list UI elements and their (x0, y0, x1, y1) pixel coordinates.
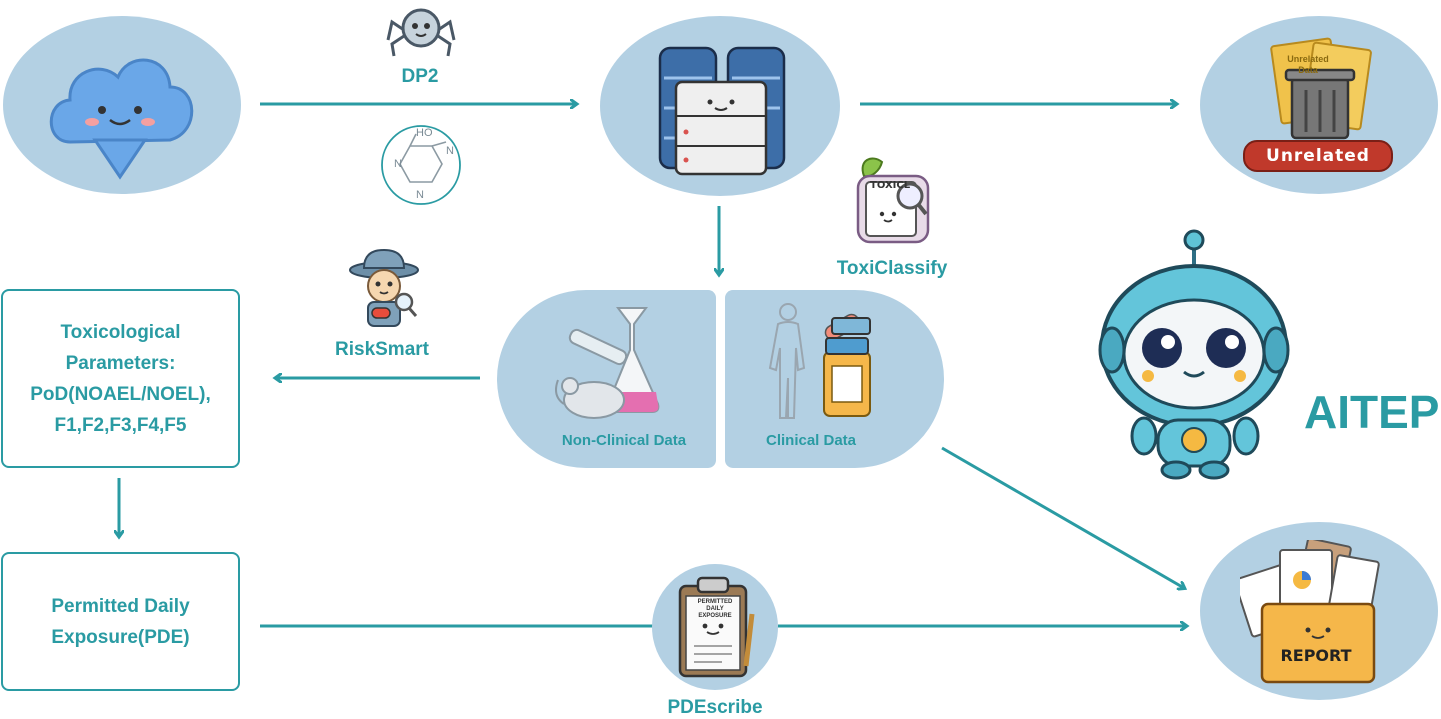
tox-params-line-4: F1,F2,F3,F4,F5 (54, 414, 187, 436)
unrelated-badge: Unrelated (1243, 140, 1393, 172)
molecule-atom-n1: N (394, 158, 402, 170)
pde-text: Permitted Daily Exposure(PDE) (51, 591, 189, 653)
non-clinical-panel (497, 290, 716, 468)
clipboard-icon (678, 576, 755, 678)
molecule-atom-n3: N (416, 189, 424, 201)
trash-can-icon (1270, 37, 1372, 140)
spider-bot-icon (386, 8, 456, 57)
permitted-form-text: PERMITTED DAILY EXPOSURE (697, 599, 733, 619)
molecule-atom-n2: N (446, 145, 454, 157)
dp2-label: DP2 (401, 66, 439, 87)
robot-mascot-icon (1098, 229, 1290, 480)
clinical-label: Clinical Data (765, 432, 857, 449)
tox-params-line-3: PoD(NOAEL/NOEL), (30, 383, 211, 405)
pde-line-1: Permitted Daily (51, 595, 190, 617)
report-folder-icon (1240, 540, 1380, 684)
molecule-atom-ho: HO (416, 127, 433, 139)
database-servers-icon (658, 46, 786, 176)
arrow-clinical-to-report (941, 446, 1184, 588)
pdescribe-label: PDEscribe (667, 697, 763, 718)
pde-box: Permitted Daily Exposure(PDE) (1, 552, 240, 691)
unrelated-paper-label: Unrelated Data (1287, 54, 1329, 75)
tox-params-line-2: Parameters: (65, 352, 176, 374)
toxicological-parameters-box: Toxicological Parameters: PoD(NOAEL/NOEL… (1, 289, 240, 468)
lab-flask-mouse-icon (555, 307, 660, 419)
human-pills-icon (768, 303, 871, 419)
toxicological-parameters-text: Toxicological Parameters: PoD(NOAEL/NOEL… (30, 317, 211, 441)
risksmart-label: RiskSmart (335, 339, 429, 360)
non-clinical-label: Non-Clinical Data (561, 432, 687, 449)
aitep-title: AITEP (1304, 386, 1440, 438)
molecule-icon: HO N N N (381, 125, 461, 205)
tox-params-line-1: Toxicological (60, 321, 181, 343)
cloud-download-icon (49, 58, 194, 180)
unrelated-badge-text: Unrelated (1266, 146, 1370, 166)
toxiclassify-label: ToxiClassify (836, 258, 948, 279)
pde-line-2: Exposure(PDE) (51, 626, 190, 648)
toxiclassify-magnifier-icon (856, 157, 930, 244)
detective-icon (349, 248, 419, 327)
report-text: REPORT (1280, 646, 1352, 665)
toxicl-text: TOXICL (870, 180, 911, 191)
